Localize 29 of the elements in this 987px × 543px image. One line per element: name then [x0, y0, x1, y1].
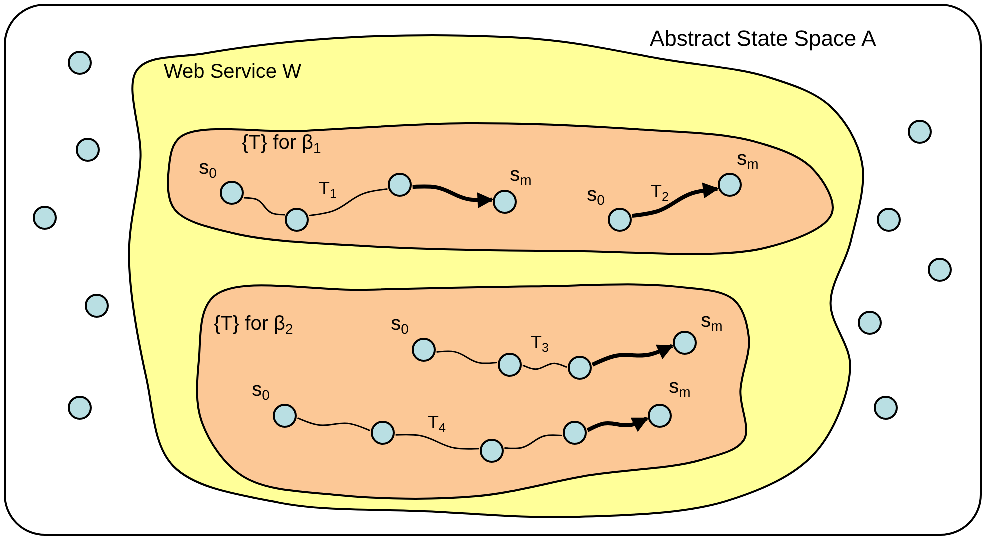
state-label: s$_{0}$: [587, 184, 605, 208]
diagram-heading: Abstract State Space A: [650, 28, 876, 50]
transition-line: [504, 434, 562, 450]
transition-arrow: [592, 344, 674, 367]
state-label: s$_{0}$: [199, 158, 217, 180]
transition-arrow: [632, 182, 720, 218]
edge-label: T$_{3}$: [531, 333, 549, 355]
trajectory-set-region: [166, 123, 836, 255]
transition-arrow: [412, 184, 494, 209]
edge-label: T$_{1}$: [319, 179, 337, 201]
edge-label: T$_{4}$: [428, 413, 446, 435]
transition-line: [436, 350, 498, 364]
state-label: s$_{m}$: [510, 164, 532, 188]
edge-label: T$_{2}$: [651, 182, 669, 204]
region-title: Web Service W: [164, 62, 302, 82]
transition-line: [309, 188, 388, 217]
transition-line: [522, 362, 568, 370]
transition-line: [298, 418, 370, 432]
transition-line: [244, 197, 286, 216]
transition-line: [396, 434, 480, 450]
state-label: s$_{0}$: [252, 380, 270, 402]
transition-arrow: [586, 416, 649, 432]
state-space-frame: [4, 4, 982, 536]
state-label: s$_{0}$: [391, 314, 409, 336]
state-label: s$_{m}$: [737, 148, 759, 172]
region-title: {T} for β$_{1}$: [242, 133, 322, 156]
state-label: s$_{m}$: [669, 376, 691, 400]
region-title: {T} for β$_{2}$: [214, 314, 294, 336]
state-label: s$_{m}$: [701, 310, 723, 334]
